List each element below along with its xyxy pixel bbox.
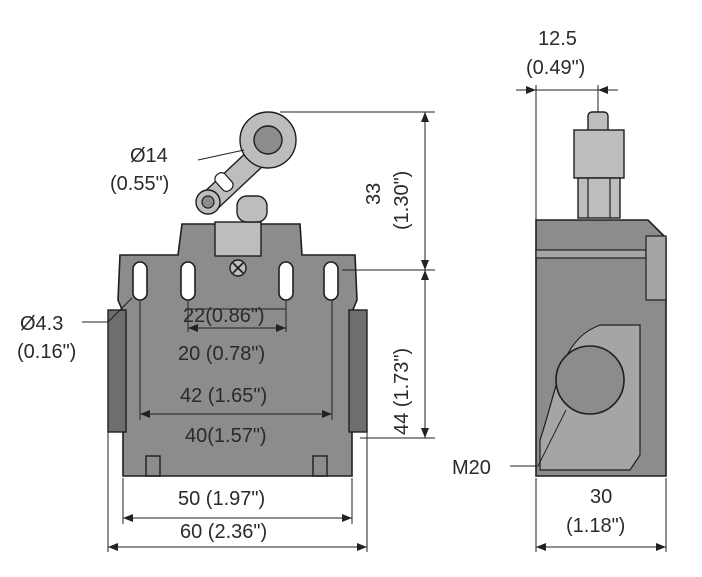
- body-width-outer-label: 60 (2.36"): [180, 521, 267, 543]
- thread-port: [555, 345, 625, 415]
- inner-spacing-b-label: 20 (0.78"): [178, 343, 265, 365]
- lever-pivot-hub: [201, 195, 215, 209]
- foot-right: [312, 455, 328, 477]
- outer-spacing-a-label: 42 (1.65"): [180, 385, 267, 407]
- roller-hub: [253, 125, 283, 155]
- side-top-width-label: 12.5: [538, 28, 577, 50]
- lever-slot: [214, 172, 234, 192]
- front-dimensions: [82, 111, 435, 552]
- mounting-hole-1: [132, 261, 148, 301]
- plunger-housing: [214, 221, 262, 257]
- side-rib: [645, 235, 667, 301]
- side-depth-label: 30: [590, 486, 612, 508]
- body-height-label: 44 (1.73"): [391, 348, 413, 435]
- right-flange: [348, 309, 368, 433]
- left-flange: [107, 309, 127, 433]
- front-body: [117, 223, 358, 477]
- roller-diameter-inch-label: (0.55"): [110, 173, 169, 195]
- outer-spacing-b-label: 40(1.57"): [185, 425, 267, 447]
- plunger-cap: [236, 195, 268, 223]
- foot-left: [145, 455, 161, 477]
- side-top-width-inch-label: (0.49"): [526, 57, 585, 79]
- lever-height-inch-label: (1.30"): [391, 171, 413, 230]
- hole-diameter-label: Ø4.3: [20, 313, 63, 335]
- mounting-hole-2: [180, 261, 196, 301]
- roller-diameter-label: Ø14: [130, 145, 168, 167]
- hole-diameter-inch-label: (0.16"): [17, 341, 76, 363]
- mounting-hole-4: [323, 261, 339, 301]
- side-top-band: [535, 249, 647, 259]
- side-actuator-base: [577, 177, 621, 219]
- screw-cross-icon: [232, 262, 244, 274]
- body-width-inner-label: 50 (1.97"): [178, 488, 265, 510]
- side-depth-inch-label: (1.18"): [566, 515, 625, 537]
- front-view: [107, 111, 368, 477]
- inner-spacing-a-label: 22(0.86"): [183, 305, 265, 327]
- side-actuator-yoke: [573, 129, 625, 179]
- side-dimensions: [510, 85, 667, 552]
- side-view: [535, 111, 667, 477]
- thread-label: M20: [452, 457, 491, 479]
- mounting-hole-3: [278, 261, 294, 301]
- lever-height-label: 33: [363, 183, 385, 205]
